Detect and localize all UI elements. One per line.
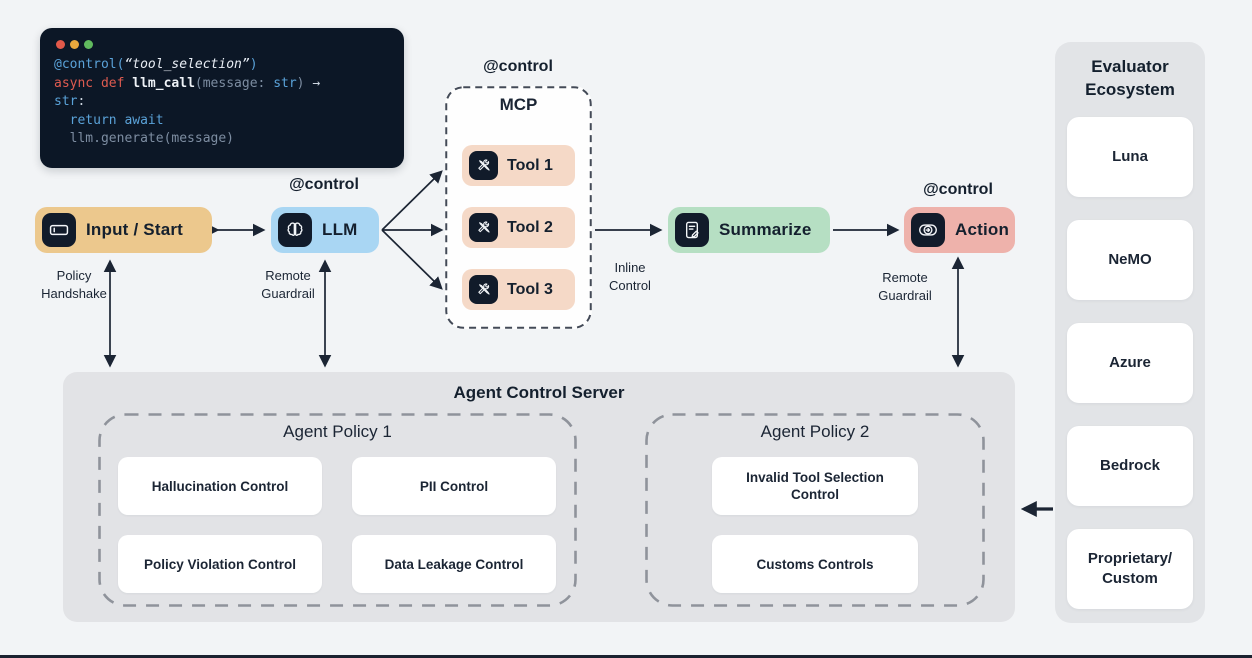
policy-handshake-label: Policy Handshake xyxy=(41,268,107,301)
tools-icon xyxy=(469,151,498,180)
inline-control-label: Inline Control xyxy=(609,260,651,293)
tools-icon xyxy=(469,275,498,304)
remote-guardrail-action-label: Remote Guardrail xyxy=(878,270,932,303)
policy-card-pii-control: PII Control xyxy=(352,457,556,515)
tool-1-label: Tool 1 xyxy=(507,156,553,174)
policy-card-data-leakage-control: Data Leakage Control xyxy=(352,535,556,593)
input-cursor-icon xyxy=(42,213,76,247)
arrow-llm-to-tool3 xyxy=(381,229,443,290)
maximize-dot-icon xyxy=(84,40,93,49)
agent-policy-1-dashed-border xyxy=(98,413,577,607)
tool-3-label: Tool 3 xyxy=(507,280,553,298)
control-label-llm: @control xyxy=(289,176,359,193)
evaluator-card-luna: Luna xyxy=(1067,117,1193,197)
screen-bottom-edge xyxy=(0,655,1252,658)
mcp-dashed-border xyxy=(445,86,592,329)
llm-node: LLM xyxy=(271,207,379,253)
arrow-llm-to-tool1 xyxy=(381,170,443,231)
input-start-node: Input / Start xyxy=(35,207,212,253)
agent-policy-1-title: Agent Policy 1 xyxy=(283,422,392,441)
tool-2-node: Tool 2 xyxy=(462,207,575,248)
mcp-group: MCP Tool 1 Tool 2 xyxy=(445,86,592,329)
evaluator-card-nemo: NeMO xyxy=(1067,220,1193,300)
close-dot-icon xyxy=(56,40,65,49)
agent-control-server-title: Agent Control Server xyxy=(453,383,625,402)
minimize-dot-icon xyxy=(70,40,79,49)
tools-icon xyxy=(469,213,498,242)
control-label-action: @control xyxy=(923,181,993,198)
code-snippet: @control(“tool_selection”)async def llm_… xyxy=(54,57,321,146)
policy-card-customs-controls: Customs Controls xyxy=(712,535,918,593)
agent-policy-1-group: Agent Policy 1 Hallucination Control PII… xyxy=(98,413,577,607)
evaluator-ecosystem-panel: Evaluator Ecosystem Luna NeMO Azure Bedr… xyxy=(1055,42,1205,623)
agent-policy-2-group: Agent Policy 2 Invalid Tool Selection Co… xyxy=(645,413,985,607)
agent-control-server-panel: Agent Control Server Agent Policy 1 Hall… xyxy=(63,372,1015,622)
summarize-label: Summarize xyxy=(719,220,812,239)
action-label: Action xyxy=(955,220,1010,239)
tool-1-node: Tool 1 xyxy=(462,145,575,186)
code-window: @control(“tool_selection”)async def llm_… xyxy=(40,28,404,168)
policy-card-hallucination-control: Hallucination Control xyxy=(118,457,322,515)
brain-icon xyxy=(278,213,312,247)
tool-2-label: Tool 2 xyxy=(507,218,553,236)
evaluator-card-bedrock: Bedrock xyxy=(1067,426,1193,506)
input-start-label: Input / Start xyxy=(86,220,184,239)
control-label-mcp: @control xyxy=(483,58,553,75)
arrow-circle-icon xyxy=(911,213,945,247)
note-pencil-icon xyxy=(675,213,709,247)
agent-policy-2-dashed-border xyxy=(645,413,985,607)
action-node: Action xyxy=(904,207,1015,253)
policy-card-policy-violation-control: Policy Violation Control xyxy=(118,535,322,593)
remote-guardrail-llm-label: Remote Guardrail xyxy=(261,268,315,301)
summarize-node: Summarize xyxy=(668,207,830,253)
tool-3-node: Tool 3 xyxy=(462,269,575,310)
llm-label: LLM xyxy=(322,220,358,239)
window-controls xyxy=(56,40,390,49)
policy-card-invalid-tool-selection-control: Invalid Tool Selection Control xyxy=(712,457,918,515)
evaluator-ecosystem-title: Evaluator Ecosystem xyxy=(1085,57,1175,99)
evaluator-card-azure: Azure xyxy=(1067,323,1193,403)
agent-policy-2-title: Agent Policy 2 xyxy=(760,422,870,441)
mcp-title: MCP xyxy=(499,95,538,114)
evaluator-card-proprietary-custom: Proprietary/ Custom xyxy=(1067,529,1193,609)
